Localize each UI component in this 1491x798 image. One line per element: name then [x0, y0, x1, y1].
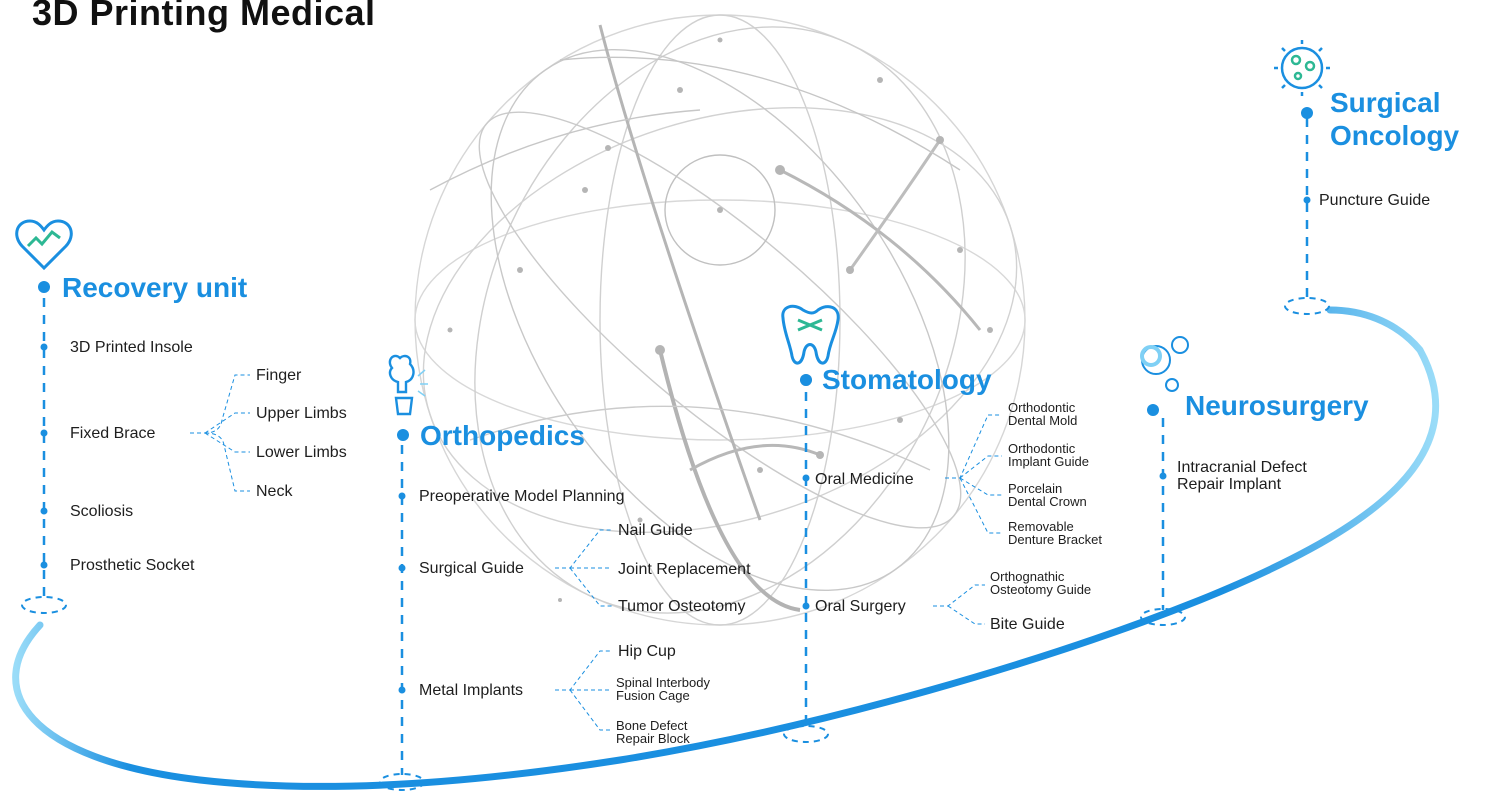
sub-spinal-interbody-fusion-cage: Spinal Interbody Fusion Cage [616, 675, 710, 703]
category-dots [38, 107, 1313, 441]
stems [42, 118, 1309, 775]
category-neurosurgery: Neurosurgery [1185, 390, 1369, 421]
bone-joint-icon [388, 354, 428, 416]
virus-cell-icon [1274, 40, 1330, 96]
item-preoperative-model-planning: Preoperative Model Planning [419, 488, 625, 505]
item-scoliosis: Scoliosis [70, 503, 134, 520]
sub-removable-denture-bracket: Removable Denture Bracket [1008, 519, 1102, 547]
page-title: 3D Printing Medical [32, 0, 376, 33]
globe-background [414, 14, 1026, 626]
category-recovery-unit: Recovery unit [62, 272, 248, 303]
sub-orthodontic-implant-guide: Orthodontic Implant Guide [1008, 441, 1089, 469]
category-orthopedics: Orthopedics [420, 420, 585, 451]
bubbles-icon [1140, 336, 1189, 392]
item-dots [40, 196, 1311, 694]
category-stomatology: Stomatology [822, 364, 992, 395]
sub-hip-cup: Hip Cup [618, 643, 676, 660]
heart-pulse-icon [15, 219, 73, 271]
tooth-icon [781, 304, 840, 365]
sub-porcelain-dental-crown: Porcelain Dental Crown [1008, 481, 1087, 509]
sub-neck: Neck [256, 483, 293, 500]
item-oral-medicine: Oral Medicine [815, 471, 914, 488]
stem-bases [21, 297, 1330, 791]
branch-connectors [190, 374, 1002, 731]
sub-nail-guide: Nail Guide [618, 522, 693, 539]
item-puncture-guide: Puncture Guide [1319, 192, 1431, 209]
item-fixed-brace: Fixed Brace [70, 425, 156, 442]
item-prosthetic-socket: Prosthetic Socket [70, 557, 195, 574]
sub-lower-limbs: Lower Limbs [256, 444, 347, 461]
item-surgical-guide: Surgical Guide [419, 560, 524, 577]
sub-finger: Finger [256, 367, 302, 384]
sub-upper-limbs: Upper Limbs [256, 405, 347, 422]
sub-orthodontic-dental-mold: Orthodontic Dental Mold [1008, 400, 1078, 428]
sub-tumor-osteotomy: Tumor Osteotomy [618, 598, 746, 615]
sub-joint-replacement: Joint Replacement [618, 561, 751, 578]
item-3d-printed-insole: 3D Printed Insole [70, 339, 193, 356]
item-intracranial-defect-repair-implant: Intracranial Defect Repair Implant [1177, 459, 1307, 493]
sub-bite-guide: Bite Guide [990, 616, 1065, 633]
timeline-arc [12, 306, 1440, 790]
sub-bone-defect-repair-block: Bone Defect Repair Block [616, 718, 690, 746]
item-oral-surgery: Oral Surgery [815, 598, 906, 615]
sub-orthognathic-osteotomy-guide: Orthognathic Osteotomy Guide [990, 569, 1092, 597]
item-metal-implants: Metal Implants [419, 682, 524, 699]
category-surgical-oncology: Surgical Oncology [1330, 87, 1460, 151]
